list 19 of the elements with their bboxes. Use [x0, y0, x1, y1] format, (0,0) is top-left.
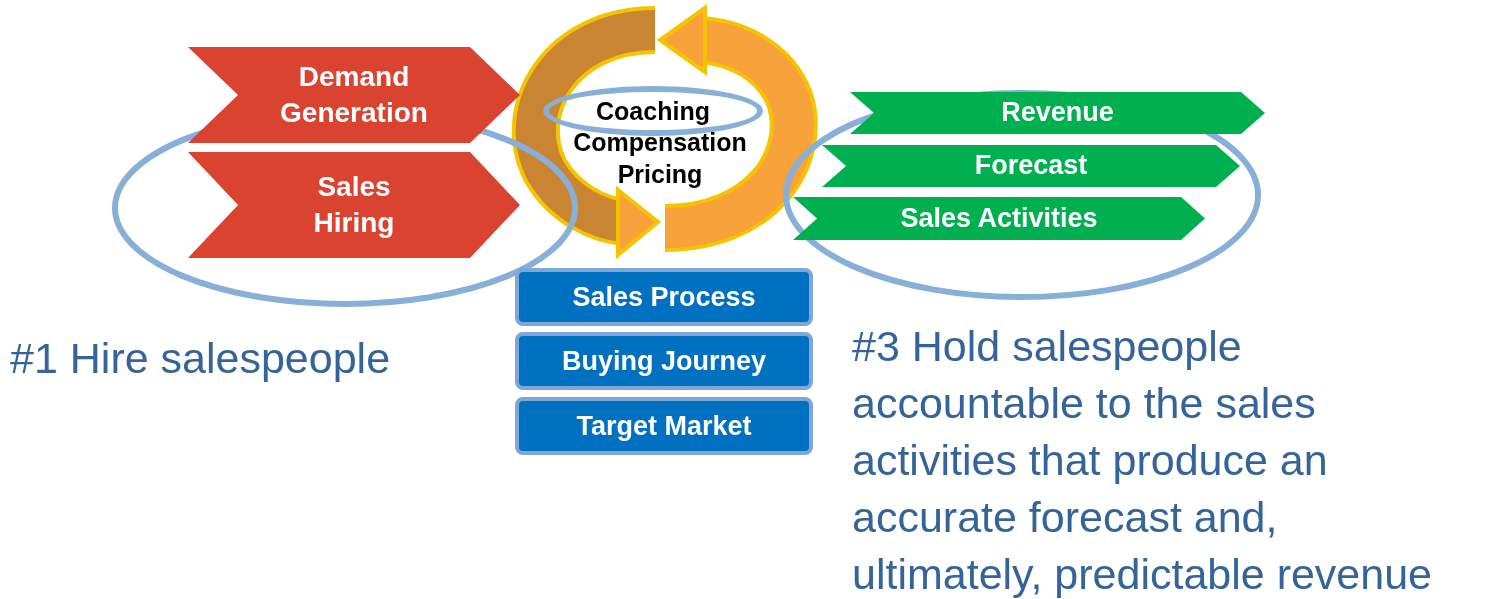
chevron-label: Sales Activities [900, 201, 1098, 235]
chevron-banner [188, 47, 520, 143]
chevron-label: Forecast [974, 149, 1088, 183]
chevron-label: Sales Hiring [312, 169, 396, 240]
center-label: Pricing [617, 160, 703, 189]
process-box [515, 268, 813, 326]
note-text: #3 Hold salespeople accountable to the sales activities that produce an accurate forecast and, ultimately, predictable revenue [852, 321, 1434, 599]
process-box [515, 332, 813, 390]
note-text: #1 Hire salespeople [10, 333, 392, 384]
box-label: Sales Process [572, 281, 756, 313]
box-label: Target Market [576, 410, 752, 442]
process-box [515, 397, 813, 455]
box-label: Buying Journey [562, 345, 766, 377]
chevron-label: Demand Generation [279, 59, 429, 130]
chevron-banner [822, 145, 1240, 187]
chevron-banner [793, 197, 1205, 240]
oval-label: Coaching [596, 96, 710, 126]
chevron-label: Revenue [1001, 96, 1114, 130]
center-label: Compensation [573, 128, 747, 157]
